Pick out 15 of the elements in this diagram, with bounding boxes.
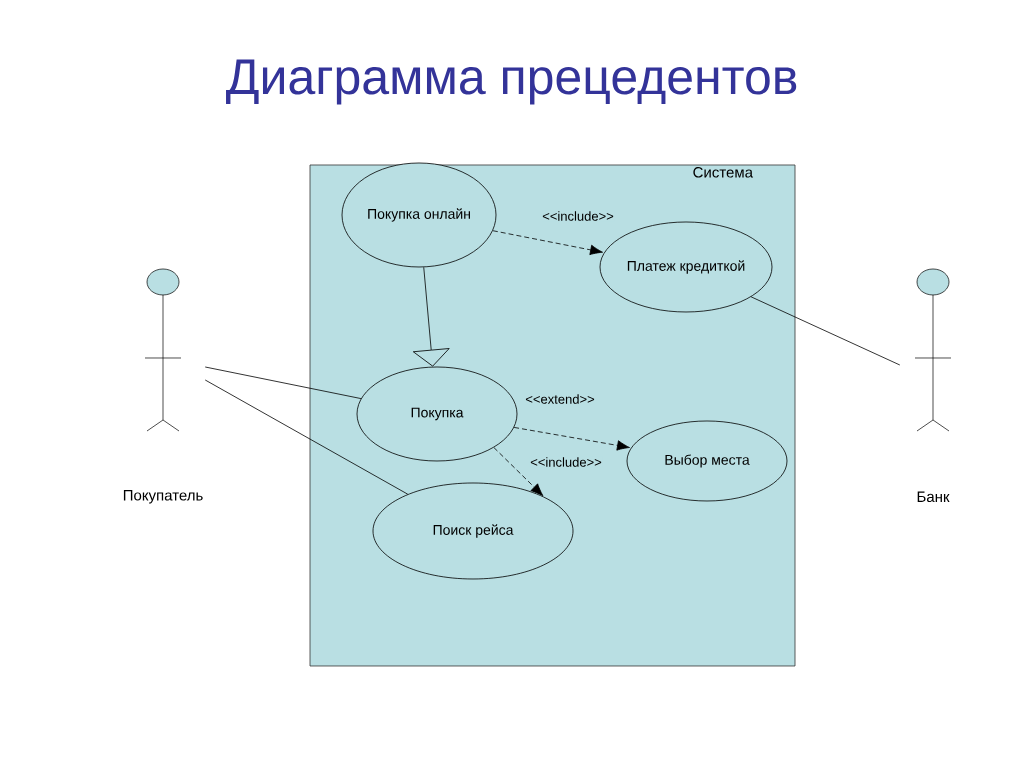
node-label: Покупатель <box>123 490 203 504</box>
actor-figure: Банк <box>914 268 952 503</box>
node-label: Банк <box>917 491 950 503</box>
connector <box>492 230 603 256</box>
connector <box>204 366 362 399</box>
connector <box>750 296 901 366</box>
edge-label: <<include>> <box>529 456 603 468</box>
actor-figure: Покупатель <box>123 268 203 504</box>
edge-label: <<include>> <box>541 210 615 222</box>
edge-label: <<extend>> <box>524 393 596 405</box>
title: Диаграмма прецедентов <box>226 59 797 105</box>
connector <box>204 379 409 495</box>
connector <box>513 427 630 451</box>
connector <box>493 447 544 497</box>
connector <box>412 266 450 367</box>
